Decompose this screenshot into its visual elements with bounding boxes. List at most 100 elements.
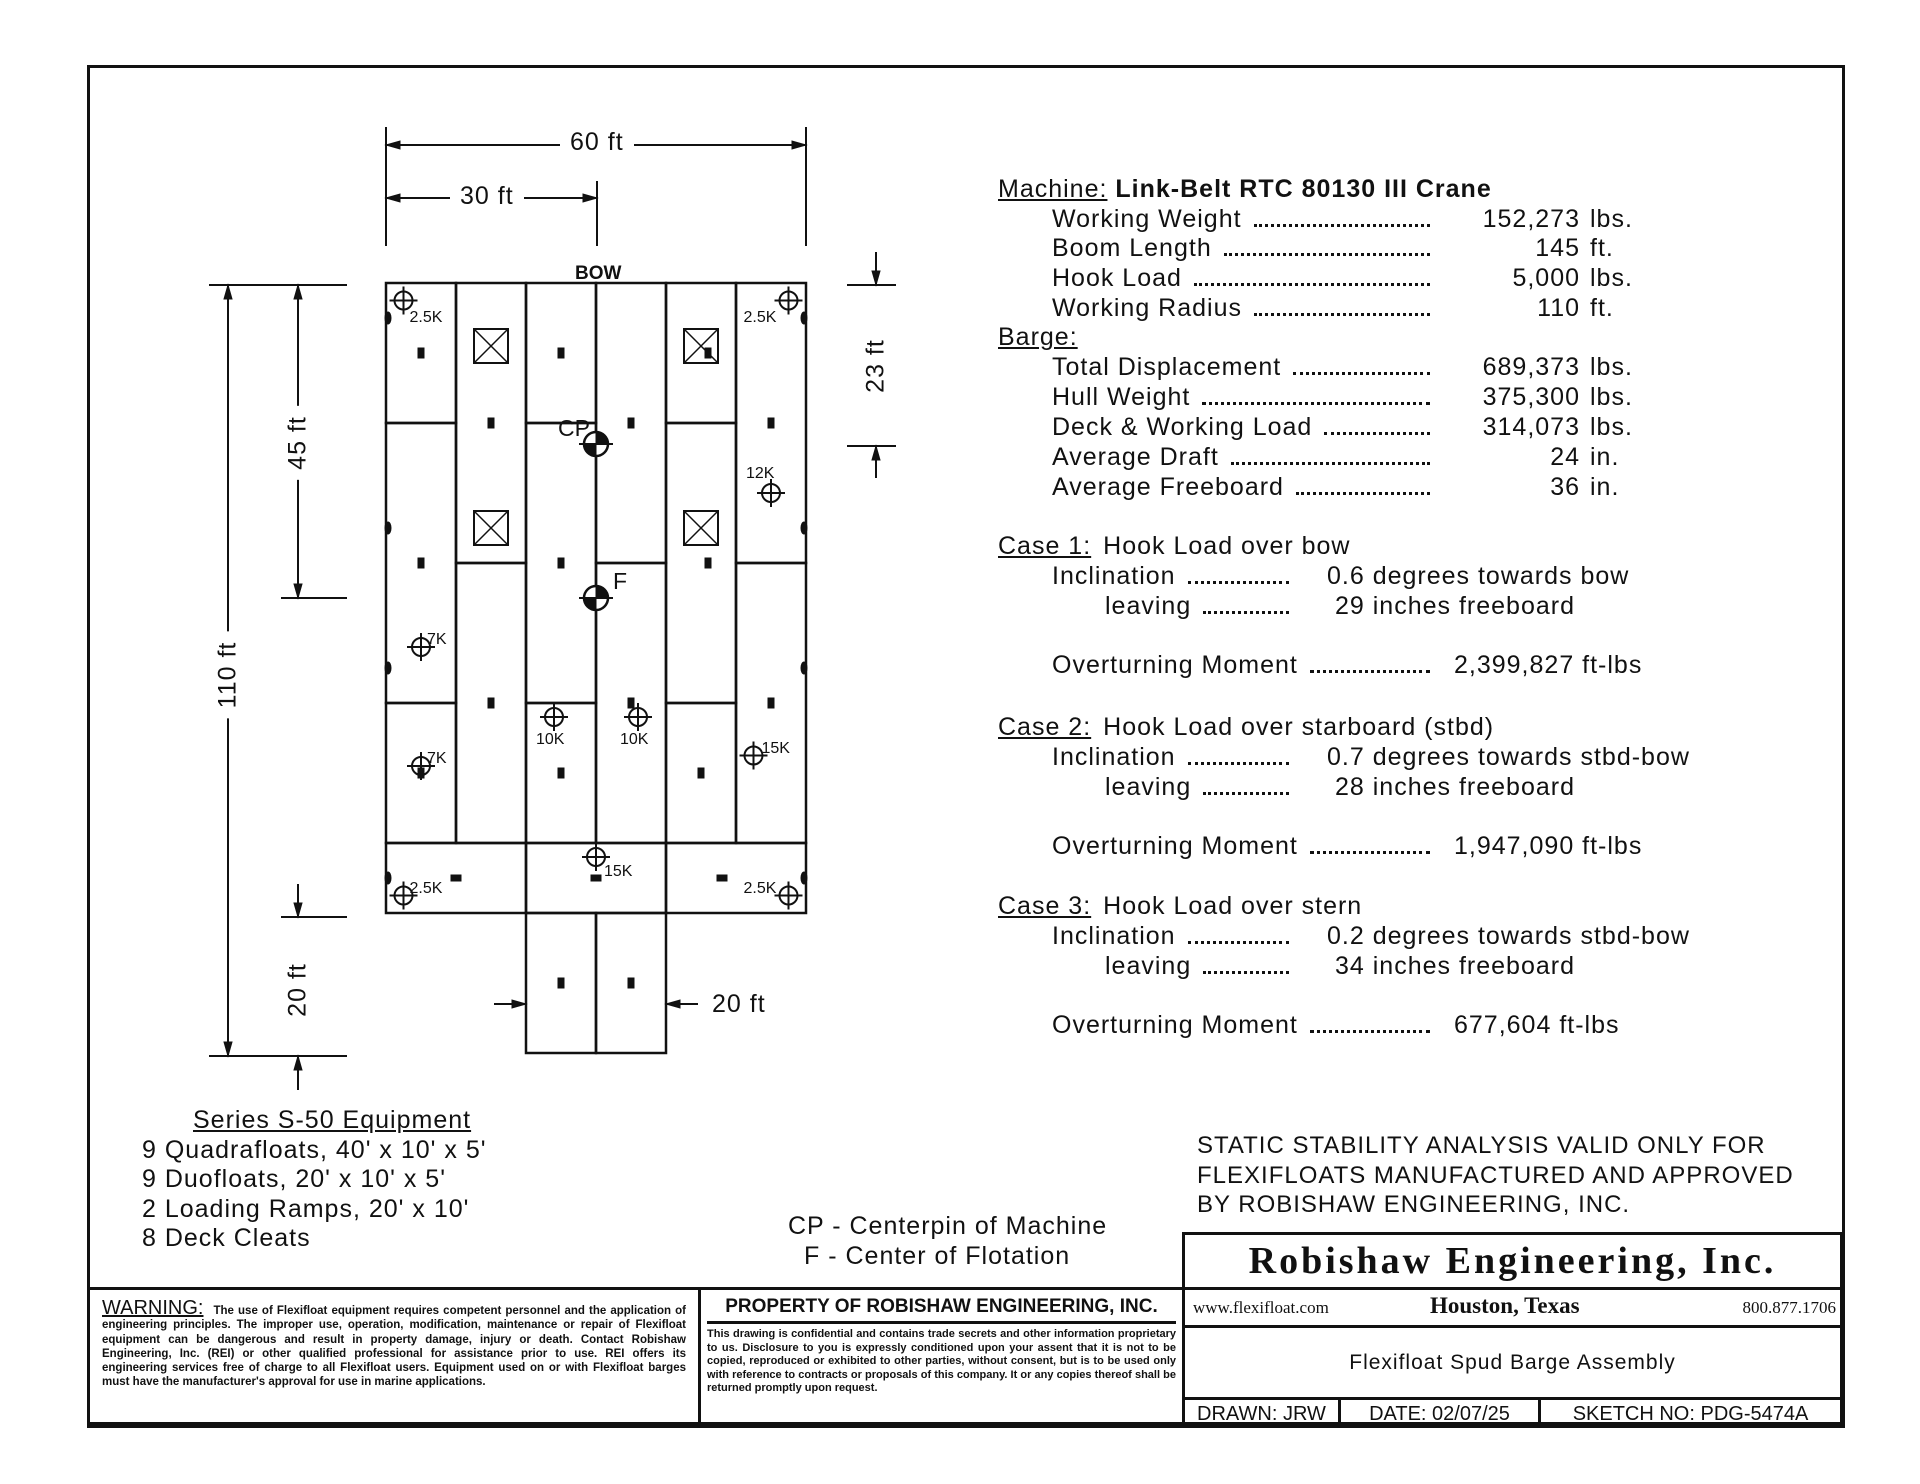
inclination-row: Inclination [1052, 922, 1297, 951]
moment-value: 1,947,090 ft-lbs [1454, 832, 1643, 860]
deck-fitting-icon [557, 767, 565, 779]
website-link[interactable]: www.flexifloat.com [1193, 1298, 1329, 1317]
moment-value: 677,604 ft-lbs [1454, 1011, 1620, 1039]
spud-well-cross [683, 510, 719, 546]
freeboard-row: leaving [1105, 773, 1297, 802]
leader-dots [1324, 432, 1430, 435]
spec-unit: lbs. [1590, 205, 1633, 233]
load-point-crosshair [540, 703, 568, 731]
equipment-item: 9 Quadrafloats, 40' x 10' x 5' [142, 1136, 487, 1164]
side-connector-icon [800, 521, 808, 535]
spec-row: Hook Load [1052, 264, 1438, 293]
leader-dots [1223, 253, 1430, 256]
barge-heading: Barge: [998, 323, 1078, 351]
dim-20ft-ramp: 20 ft [283, 957, 313, 1023]
side-connector-icon [800, 661, 808, 675]
deck-fitting-icon [487, 697, 495, 709]
leader-dots [1309, 851, 1430, 854]
load-point-crosshair [407, 633, 435, 661]
side-connector-icon [384, 521, 392, 535]
load-label: 10K [536, 731, 565, 748]
load-point-crosshair [757, 479, 785, 507]
property-heading: PROPERTY OF ROBISHAW ENGINEERING, INC. [707, 1296, 1176, 1324]
equipment-item: 2 Loading Ramps, 20' x 10' [142, 1195, 470, 1223]
arrow-icon [384, 140, 401, 150]
leader-dots [1203, 611, 1289, 614]
case-title: Hook Load over bow [1103, 532, 1351, 560]
company-name: Robishaw Engineering, Inc. [1185, 1235, 1840, 1290]
spec-unit: in. [1590, 473, 1620, 501]
spec-label: Average Freeboard [1052, 473, 1284, 501]
moment-value: 2,399,827 ft-lbs [1454, 651, 1643, 679]
arrow-icon [223, 283, 233, 300]
leader-dots [1309, 1030, 1430, 1033]
leader-dots [1187, 581, 1289, 584]
static-note-line: FLEXIFLOATS MANUFACTURED AND APPROVED [1197, 1161, 1794, 1189]
spec-unit: ft. [1590, 234, 1614, 262]
load-label: 2.5K [743, 308, 777, 326]
leader-dots [1193, 283, 1430, 286]
arrow-icon [871, 270, 881, 287]
spud-well-cross [683, 328, 719, 364]
leader-dots [1230, 462, 1430, 465]
dim-30ft: 30 ft [450, 182, 524, 211]
f-label: F [613, 568, 628, 594]
arrow-icon [293, 583, 303, 600]
arrow-icon [223, 1041, 233, 1058]
spec-label: Average Draft [1052, 443, 1219, 471]
spec-row: Hull Weight [1052, 383, 1438, 412]
duofloat [664, 281, 738, 425]
machine-name: Link-Belt RTC 80130 III Crane [1115, 175, 1492, 203]
load-point-crosshair [774, 881, 803, 910]
moment-row: Overturning Moment [1052, 1011, 1438, 1040]
moment-label: Overturning Moment [1052, 651, 1298, 679]
side-connector-icon [384, 871, 392, 885]
spec-row: Total Displacement [1052, 353, 1438, 382]
spec-value: 24 [1550, 443, 1580, 471]
legend-f: F - Center of Flotation [804, 1242, 1071, 1270]
load-label: 7K [427, 631, 447, 648]
spud-well-icon [683, 328, 719, 364]
arrow-icon [511, 999, 528, 1009]
inclination-label: Inclination [1052, 922, 1176, 950]
arrow-icon [384, 193, 401, 203]
moment-label: Overturning Moment [1052, 832, 1298, 860]
spec-unit: lbs. [1590, 413, 1633, 441]
dim-20ft-width: 20 ft [712, 990, 766, 1018]
loading-ramp [594, 911, 668, 1055]
bow-label: BOW [575, 263, 622, 284]
spec-value: 145 [1535, 234, 1580, 262]
spec-row: Deck & Working Load [1052, 413, 1438, 442]
spec-row: Average Draft [1052, 443, 1438, 472]
company-contact-row: www.flexifloat.com Houston, Texas 800.87… [1185, 1290, 1840, 1328]
spec-row: Average Freeboard [1052, 473, 1438, 502]
spec-label: Deck & Working Load [1052, 413, 1313, 441]
warning-text: WARNING:The use of Flexifloat equipment … [102, 1298, 686, 1390]
case-heading: Case 3: [998, 892, 1092, 920]
drawing-date: DATE: 02/07/25 [1341, 1400, 1541, 1428]
spec-unit: in. [1590, 443, 1620, 471]
side-connector-icon [800, 311, 808, 325]
deck-cleat-icon [450, 874, 462, 882]
load-label: 7K [427, 750, 447, 767]
leader-dots [1202, 402, 1430, 405]
spec-unit: lbs. [1590, 353, 1633, 381]
symbol-quadrant [595, 431, 609, 445]
load-point-crosshair [389, 881, 418, 910]
spec-label: Hull Weight [1052, 383, 1191, 411]
equipment-item: 9 Duofloats, 20' x 10' x 5' [142, 1165, 446, 1193]
spud-well-cross [473, 328, 509, 364]
freeboard-value: 29 inches freeboard [1335, 592, 1575, 620]
spec-value: 5,000 [1512, 264, 1580, 292]
load-point-crosshair [389, 286, 418, 315]
load-point-crosshair [739, 741, 768, 770]
legend-cp: CP - Centerpin of Machine [788, 1212, 1108, 1240]
load-label: 12K [746, 465, 775, 482]
quadrafloat [664, 421, 738, 705]
spec-unit: ft. [1590, 294, 1614, 322]
leader-dots [1293, 372, 1430, 375]
leader-dots [1309, 670, 1430, 673]
freeboard-row: leaving [1105, 952, 1297, 981]
leader-dots [1254, 313, 1430, 316]
freeboard-value: 28 inches freeboard [1335, 773, 1575, 801]
